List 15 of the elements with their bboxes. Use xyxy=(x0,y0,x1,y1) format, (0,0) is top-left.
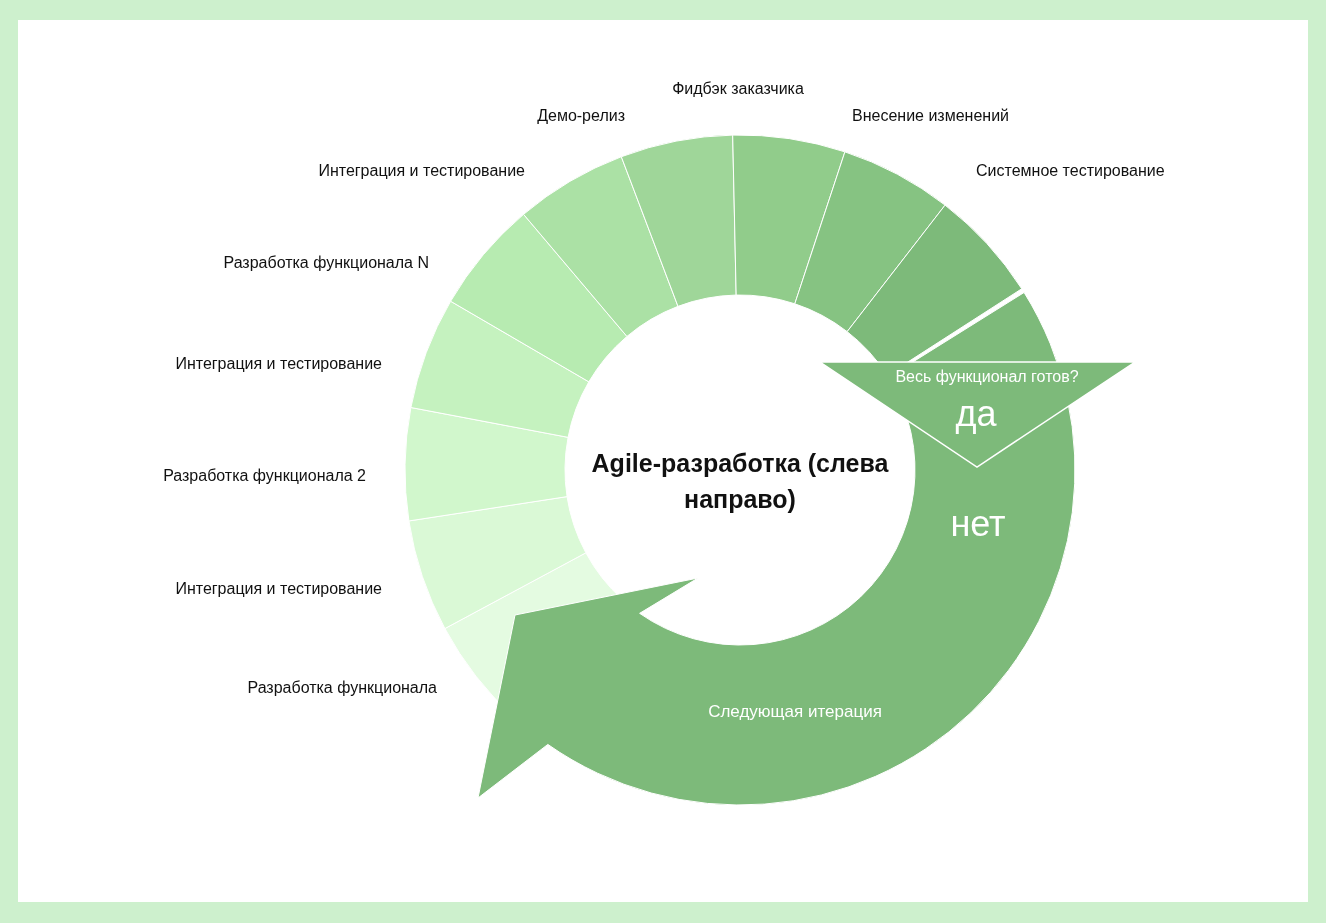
step-label: Системное тестирование xyxy=(976,161,1165,181)
step-label: Внесение изменений xyxy=(852,106,1010,126)
step-label: Интеграция и тестирование xyxy=(318,161,525,181)
answer-label: да xyxy=(955,392,997,436)
step-label: Фидбэк заказчика xyxy=(672,79,804,99)
answer-label: нет xyxy=(950,503,1006,545)
step-label: Интеграция и тестирование xyxy=(175,579,382,599)
step-label: Разработка функционала N xyxy=(223,253,429,273)
step-label: Следующая итерация xyxy=(708,702,882,722)
diagram-title: Agile-разработка (слева направо) xyxy=(590,448,890,515)
step-label: Демо-релиз xyxy=(537,106,625,126)
step-label: Интеграция и тестирование xyxy=(175,354,382,374)
step-label: Разработка функционала xyxy=(247,678,437,698)
step-label: Разработка функционала 2 xyxy=(163,466,366,486)
decision-question: Весь функционал готов? xyxy=(895,368,1079,386)
